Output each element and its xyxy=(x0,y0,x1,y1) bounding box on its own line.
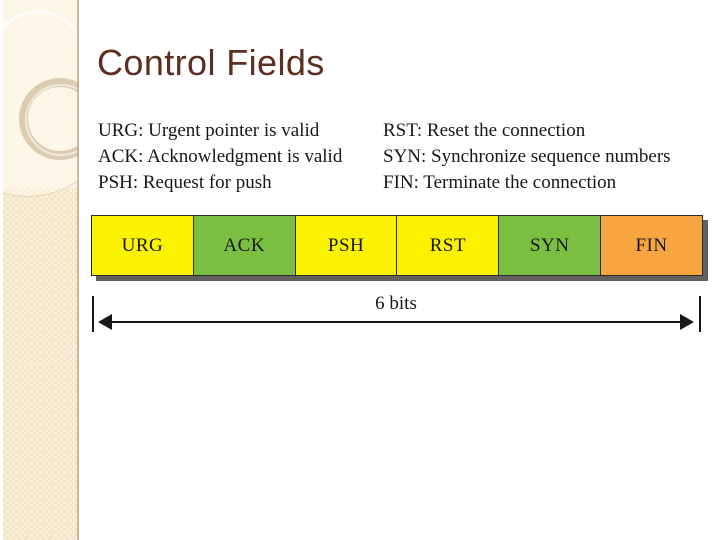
flag-legend: URG: Urgent pointer is valid RST: Reset … xyxy=(98,118,713,196)
band-ring-outer xyxy=(19,78,79,160)
dimension-label: 6 bits xyxy=(375,293,417,314)
field-cell-psh: PSH xyxy=(295,216,398,275)
field-cell-rst: RST xyxy=(397,216,500,275)
legend-item-rst: RST: Reset the connection xyxy=(383,120,586,141)
band-ring-inner xyxy=(25,84,79,156)
dimension-tick-right xyxy=(699,296,701,332)
decorative-sidebar-band xyxy=(3,0,79,540)
legend-item-urg: URG: Urgent pointer is valid xyxy=(98,120,320,141)
legend-item-ack: ACK: Acknowledgment is valid xyxy=(98,146,343,167)
control-field-bar: URG ACK PSH RST SYN FIN xyxy=(91,215,703,276)
field-cell-urg: URG xyxy=(92,216,194,275)
arrow-left-icon xyxy=(98,314,112,330)
dimension-tick-left xyxy=(92,296,94,332)
band-right-edge xyxy=(77,0,79,540)
dimension-annotation: 6 bits xyxy=(91,293,705,338)
field-cell-syn: SYN xyxy=(499,216,602,275)
band-crescent-stroke xyxy=(3,10,79,366)
arrow-right-icon xyxy=(680,314,694,330)
legend-item-fin: FIN: Terminate the connection xyxy=(383,172,617,193)
field-cell-ack: ACK xyxy=(193,216,296,275)
page-title: Control Fields xyxy=(97,42,325,83)
field-cell-fin: FIN xyxy=(601,216,702,275)
legend-item-psh: PSH: Request for push xyxy=(98,172,272,193)
dimension-line xyxy=(100,321,692,323)
legend-item-syn: SYN: Synchronize sequence numbers xyxy=(383,146,671,167)
